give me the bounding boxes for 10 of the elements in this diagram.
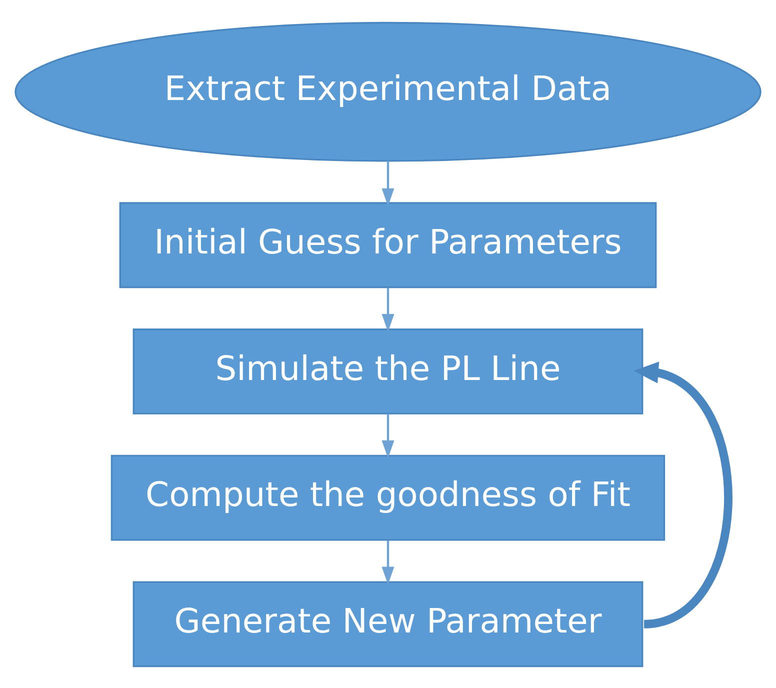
arrow <box>382 287 394 332</box>
node-box: Simulate the PL Line <box>132 328 644 414</box>
arrow <box>634 361 732 628</box>
node-box: Generate New Parameter <box>132 580 644 667</box>
arrow <box>382 414 394 458</box>
node-box: Initial Guess for Parameters <box>119 202 657 288</box>
arrow <box>382 160 394 206</box>
arrow <box>382 540 394 584</box>
node-ellipse: Extract Experimental Data <box>14 21 762 162</box>
node-box: Compute the goodness of Fit <box>110 454 666 540</box>
